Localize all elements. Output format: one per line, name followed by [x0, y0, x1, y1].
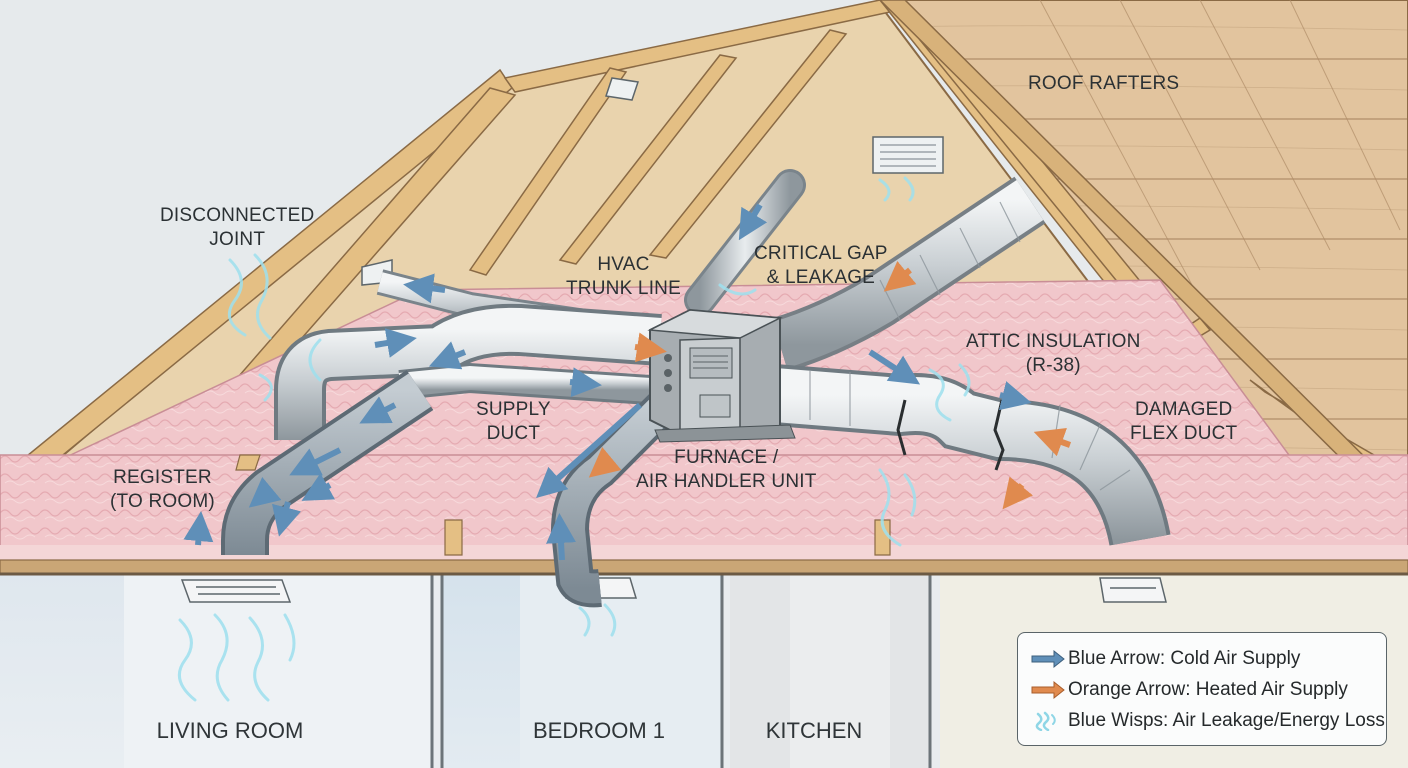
legend-row-cold-air: Blue Arrow: Cold Air Supply: [1030, 643, 1374, 674]
cold-air-arrows: [183, 203, 1032, 561]
legend-text: Blue Arrow: Cold Air Supply: [1068, 647, 1301, 669]
label-line: FURNACE /: [674, 447, 779, 468]
label-line: FLEX DUCT: [1130, 423, 1238, 444]
label-line: SUPPLY: [476, 399, 551, 420]
label-line: DAMAGED: [1134, 399, 1233, 420]
blue-arrow-icon: [1031, 649, 1065, 668]
label-register: REGISTER (TO ROOM): [110, 466, 215, 514]
blue-wisps-icon: [1035, 711, 1056, 731]
ceiling-registers: [180, 577, 1167, 603]
label-supply-duct: SUPPLY DUCT: [476, 398, 551, 446]
heated-air-arrows: [588, 260, 1072, 510]
label-line: JOINT: [209, 229, 266, 250]
label-attic-insulation: ATTIC INSULATION (R-38): [966, 330, 1141, 378]
label-disconnected-joint: DISCONNECTED JOINT: [160, 204, 314, 252]
label-line: HVAC: [597, 254, 650, 275]
legend: Blue Arrow: Cold Air Supply Orange Arrow…: [1017, 632, 1387, 746]
label-line: DUCT: [486, 423, 541, 444]
label-line: AIR HANDLER UNIT: [636, 471, 817, 492]
label-line: & LEAKAGE: [766, 267, 876, 288]
damaged-flex-duct: [772, 368, 1167, 546]
room-label-kitchen: KITCHEN: [765, 718, 863, 743]
orange-arrow-icon: [1031, 680, 1065, 699]
legend-text: Blue Wisps: Air Leakage/Energy Loss: [1068, 709, 1385, 731]
label-critical-gap: CRITICAL GAP & LEAKAGE: [754, 242, 888, 290]
legend-row-leakage: Blue Wisps: Air Leakage/Energy Loss: [1030, 705, 1385, 736]
room-label-living-room: LIVING ROOM: [156, 718, 304, 743]
air-leak-wisps: [177, 176, 971, 702]
label-line: (R-38): [1025, 355, 1081, 376]
legend-text: Orange Arrow: Heated Air Supply: [1068, 678, 1348, 700]
hvac-trunk-line: [687, 172, 803, 313]
room-label-bedroom-1: BEDROOM 1: [532, 718, 666, 743]
label-damaged-flex-duct: DAMAGED FLEX DUCT: [1130, 398, 1237, 446]
label-roof-rafters: ROOF RAFTERS: [1028, 73, 1180, 94]
label-hvac-trunk-line: HVAC TRUNK LINE: [566, 253, 681, 301]
label-furnace: FURNACE / AIR HANDLER UNIT: [636, 446, 817, 494]
label-line: DISCONNECTED: [160, 205, 315, 226]
label-line: ATTIC INSULATION: [966, 331, 1141, 352]
label-line: (TO ROOM): [110, 491, 215, 512]
legend-row-heated-air: Orange Arrow: Heated Air Supply: [1030, 674, 1374, 705]
label-line: REGISTER: [113, 467, 212, 488]
label-line: TRUNK LINE: [566, 278, 681, 299]
furnace-air-handler: [647, 308, 796, 443]
label-line: CRITICAL GAP: [754, 243, 888, 264]
